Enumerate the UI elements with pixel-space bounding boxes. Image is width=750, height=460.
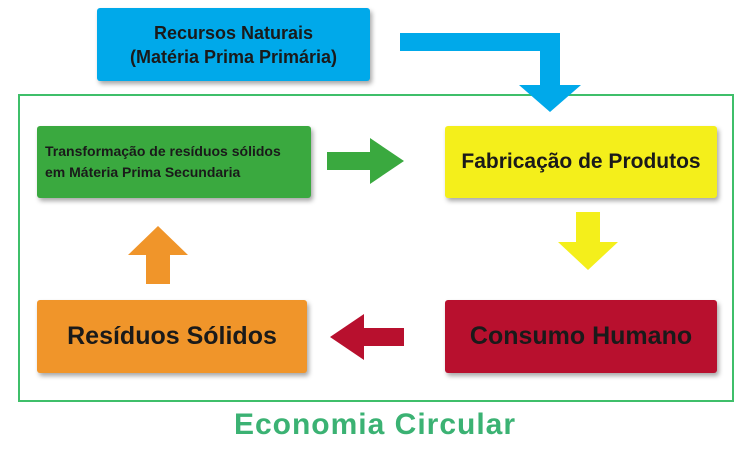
node-recursos-line2: (Matéria Prima Primária): [129, 46, 338, 67]
node-fabricacao-de-produtos: Fabricação de Produtos: [445, 126, 717, 198]
arrow-recursos-to-fabricacao: [400, 33, 581, 112]
node-transformacao-line2: em Máteria Prima Secundaria: [45, 164, 241, 180]
node-consumo-humano: Consumo Humano: [445, 300, 717, 373]
arrow-residuos-to-transformacao: [128, 226, 188, 284]
node-recursos-naturais: Recursos Naturais (Matéria Prima Primári…: [97, 8, 370, 81]
node-residuos-solidos: Resíduos Sólidos: [37, 300, 307, 373]
node-consumo-label: Consumo Humano: [469, 322, 693, 350]
diagram-title: Economia Circular: [233, 408, 517, 441]
arrow-transformacao-to-fabricacao: [327, 138, 404, 184]
arrow-fabricacao-to-consumo: [558, 212, 618, 270]
node-transformacao: Transformação de resíduos sólidos em Mát…: [37, 126, 311, 198]
node-residuos-label: Resíduos Sólidos: [67, 322, 277, 350]
node-fabricacao-label: Fabricação de Produtos: [461, 150, 701, 173]
node-recursos-line1: Recursos Naturais: [153, 22, 314, 43]
node-transformacao-line1: Transformação de resíduos sólidos: [45, 143, 281, 159]
economia-circular-frame: [18, 94, 734, 402]
arrow-consumo-to-residuos: [330, 314, 404, 360]
